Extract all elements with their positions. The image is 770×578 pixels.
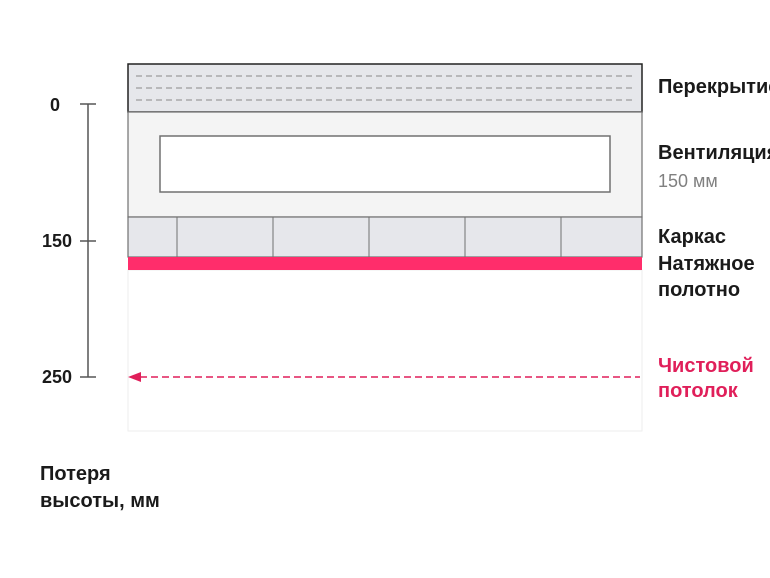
frame-layer xyxy=(127,216,643,258)
label-membrane-line1: Натяжное xyxy=(658,253,755,275)
label-frame: Каркас xyxy=(658,226,727,248)
scale-caption-line2: высоты, мм xyxy=(40,490,160,512)
ventilation-duct xyxy=(159,135,611,193)
scale-caption-line1: Потеря xyxy=(40,463,111,485)
label-ventilation-size: 150 мм xyxy=(658,171,718,191)
label-slab: Перекрытие xyxy=(658,76,770,98)
label-finish-line2: потолок xyxy=(658,380,738,402)
scale-label-150: 150 xyxy=(41,231,72,251)
arrow-left-icon xyxy=(128,372,141,382)
room-area xyxy=(127,269,643,432)
slab-layer xyxy=(127,63,643,113)
label-ventilation: Вентиляция xyxy=(658,142,770,164)
label-finish-line1: Чистовой xyxy=(658,355,754,377)
label-membrane-line2: полотно xyxy=(658,279,741,301)
scale-label-0: 0 xyxy=(49,95,60,115)
scale-label-250: 250 xyxy=(41,367,72,387)
membrane-layer xyxy=(128,257,642,270)
